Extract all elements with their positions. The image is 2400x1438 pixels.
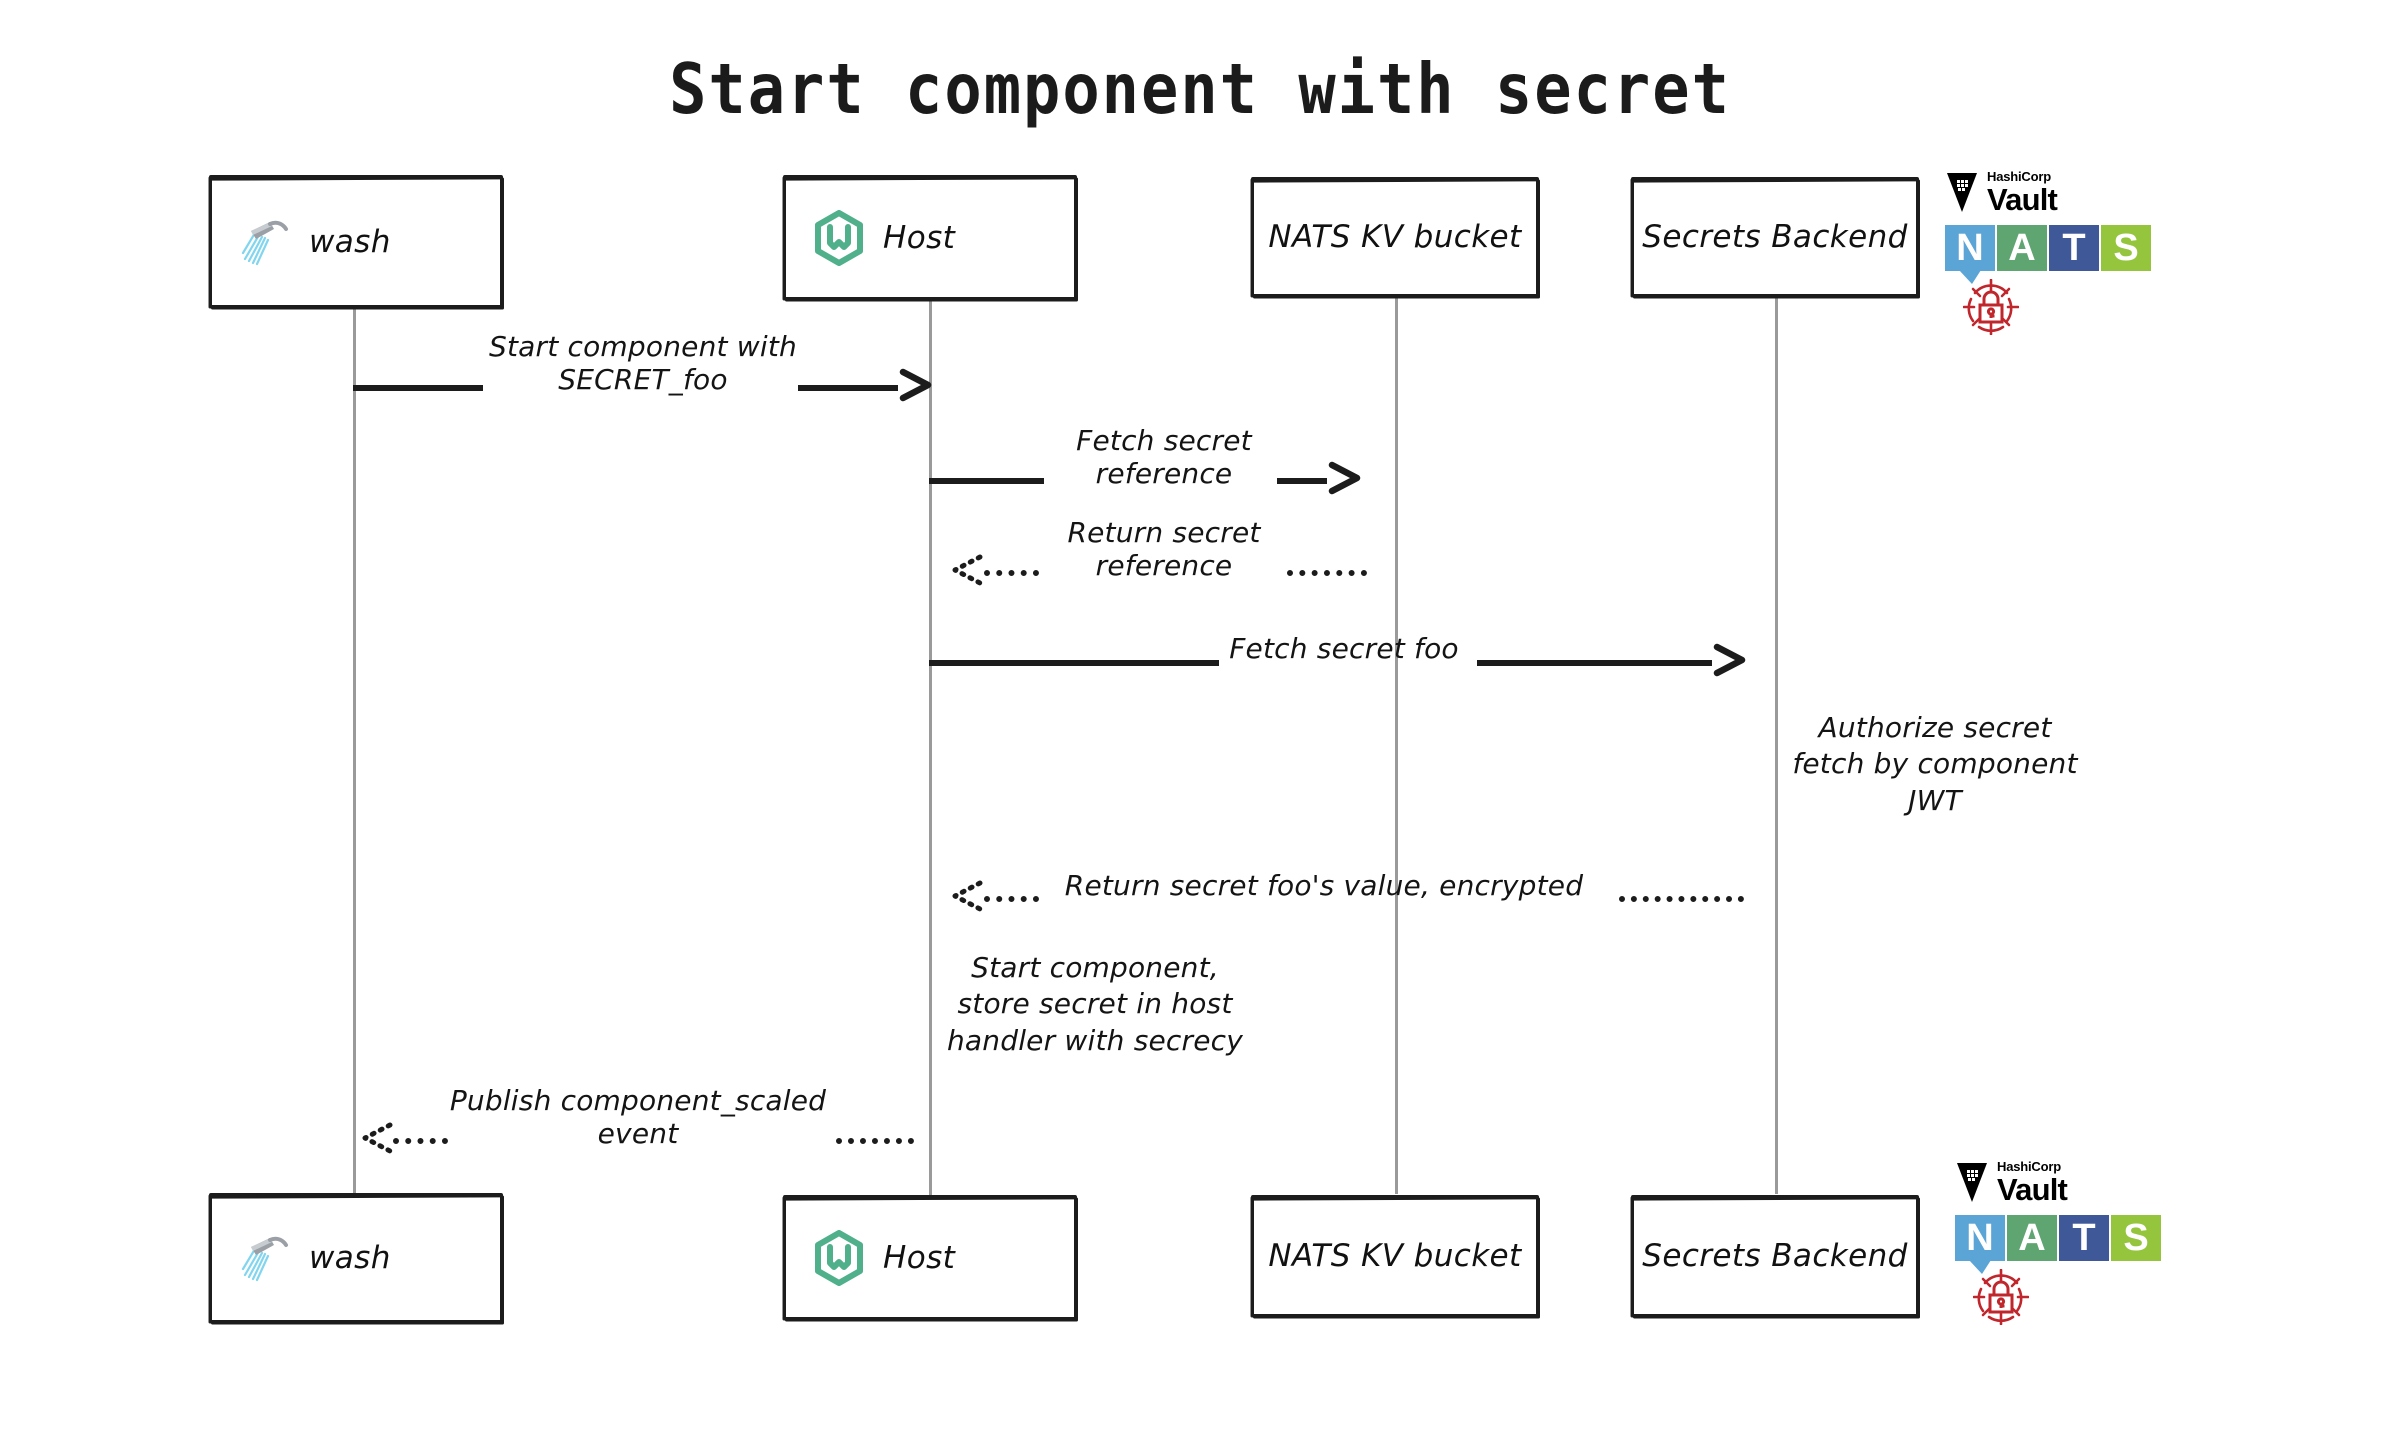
message-line: [798, 385, 898, 391]
wasmcloud-hexagon-icon: [813, 209, 865, 266]
lifeline-natskv: [1395, 297, 1398, 1194]
vault-vendor-label: HashiCorp: [1997, 1158, 2061, 1174]
shower-icon: [239, 1234, 291, 1282]
arrowhead-left: [361, 1121, 395, 1155]
message-line: [984, 570, 1039, 576]
message-label: Fetch secret foo: [1229, 632, 1459, 665]
participant-wash-top[interactable]: wash: [209, 175, 503, 308]
secret-lock-icon: [1962, 278, 2020, 336]
participant-label: NATS KV bucket: [1268, 219, 1522, 255]
participant-label: wash: [309, 223, 391, 260]
message-line: [984, 896, 1039, 902]
participant-box: [209, 175, 503, 308]
participant-label: Host: [883, 1239, 956, 1276]
participant-host-bottom[interactable]: Host: [783, 1195, 1077, 1320]
participant-natskv-top[interactable]: NATS KV bucket: [1251, 177, 1539, 297]
message-line: [393, 1138, 448, 1144]
message-label: Fetch secret reference: [1076, 424, 1252, 491]
participant-box: [1251, 177, 1539, 297]
vault-vendor-label: HashiCorp: [1987, 168, 2051, 184]
lifeline-wash: [353, 308, 356, 1193]
participant-label: Host: [883, 219, 956, 256]
message-line: [836, 1138, 914, 1144]
participant-label: Secrets Backend: [1642, 219, 1908, 255]
participant-secrets-bottom[interactable]: Secrets Backend: [1631, 1195, 1919, 1317]
participant-label: Secrets Backend: [1642, 1238, 1908, 1274]
message-label: Return secret foo's value, encrypted: [1064, 869, 1584, 902]
vault-logo: HashiCorp Vault: [1955, 1155, 2185, 1209]
message-line: [1277, 478, 1327, 484]
vault-triangle-icon: [1955, 1160, 1989, 1204]
nats-letter: A: [2018, 1217, 2046, 1259]
nats-letter: S: [2123, 1217, 2149, 1259]
nats-speech-tail: [1959, 270, 1981, 284]
participant-box: [1251, 1195, 1539, 1317]
arrowhead-right: [1327, 461, 1361, 495]
nats-letter: N: [1956, 227, 1984, 269]
nats-letter: N: [1966, 1217, 1994, 1259]
participant-box: [209, 1193, 503, 1323]
nats-letter: A: [2008, 227, 2036, 269]
nats-letter: S: [2113, 227, 2139, 269]
nats-squares-icon: N A T S: [1945, 225, 2175, 284]
secret-lock-icon: [1972, 1268, 2030, 1326]
participant-natskv-bottom[interactable]: NATS KV bucket: [1251, 1195, 1539, 1317]
message-label: Publish component_scaled event: [449, 1084, 827, 1151]
wasmcloud-hexagon-icon: [813, 1229, 865, 1286]
shower-icon: [239, 218, 291, 266]
vault-product-label: Vault: [1997, 1171, 2068, 1207]
note-authorize-secret-fetch: Authorize secret fetch by component JWT: [1792, 711, 2078, 817]
logo-group-top: HashiCorp Vault N A T S: [1945, 165, 2175, 336]
arrowhead-right: [1712, 643, 1746, 677]
vault-triangle-icon: [1945, 170, 1979, 214]
arrowhead-left: [951, 553, 985, 587]
arrowhead-right: [898, 368, 932, 402]
participant-label: wash: [309, 1240, 391, 1276]
participant-label: NATS KV bucket: [1268, 1238, 1522, 1274]
message-label: Return secret reference: [1067, 516, 1261, 583]
participant-host-top[interactable]: Host: [783, 175, 1077, 300]
nats-speech-tail: [1969, 1260, 1991, 1274]
message-line: [1619, 896, 1744, 902]
lifeline-host: [929, 300, 932, 1195]
participant-secrets-top[interactable]: Secrets Backend: [1631, 177, 1919, 297]
nats-letter: T: [2062, 227, 2086, 269]
message-line: [1287, 570, 1367, 576]
vault-product-label: Vault: [1987, 181, 2058, 217]
arrowhead-left: [951, 879, 985, 913]
participant-box: [1631, 177, 1919, 297]
lifeline-secrets: [1775, 297, 1778, 1194]
page-title: Start component with secret: [669, 48, 1731, 130]
participant-box: [1631, 1195, 1919, 1317]
participant-wash-bottom[interactable]: wash: [209, 1193, 503, 1323]
message-line: [929, 660, 1219, 666]
nats-letter: T: [2072, 1217, 2096, 1259]
message-label: Start component with SECRET_foo: [488, 330, 797, 397]
message-line: [1477, 660, 1712, 666]
logo-group-bottom: HashiCorp Vault N A T S: [1955, 1155, 2185, 1326]
message-line: [353, 385, 483, 391]
message-line: [929, 478, 1044, 484]
vault-logo: HashiCorp Vault: [1945, 165, 2175, 219]
nats-squares-icon: N A T S: [1955, 1215, 2185, 1274]
note-start-component-store-secret: Start component, store secret in host ha…: [946, 951, 1244, 1057]
